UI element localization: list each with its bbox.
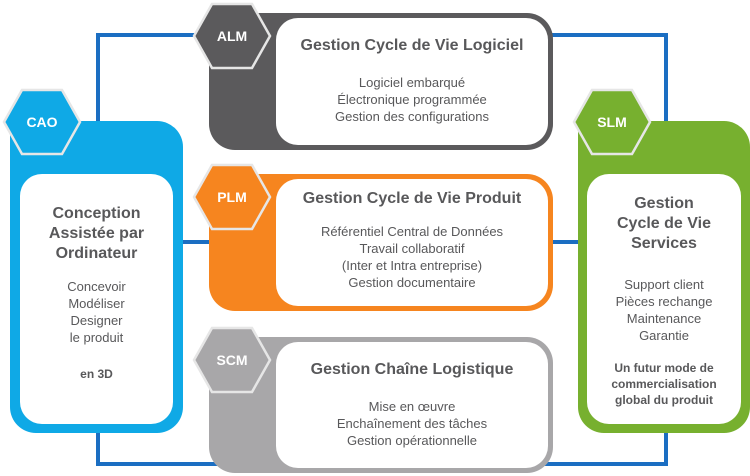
cao-badge-label: CAO [26,114,58,130]
slm-note-line: commercialisation [611,377,717,391]
alm-item: Gestion des configurations [335,109,489,124]
scm-item: Gestion opérationnelle [346,433,478,448]
cao-item: Concevoir [67,279,126,294]
cao-content: Conception Assistée par Ordinateur Conce… [20,174,173,424]
slm-item: Maintenance [626,311,702,326]
scm-items: Mise en œuvre Enchaînement des tâches Ge… [276,398,548,449]
alm-title: Gestion Cycle de Vie Logiciel [300,37,524,54]
slm-title-line: Services [631,235,697,252]
slm-badge-label: SLM [597,114,627,130]
slm-item: Garantie [639,328,689,343]
scm-content: Gestion Chaîne Logistique Mise en œuvre … [276,342,548,468]
alm-item: Électronique programmée [337,92,487,107]
alm-content: Gestion Cycle de Vie Logiciel Logiciel e… [276,18,548,145]
cao-title: Conception Assistée par Ordinateur [20,204,173,264]
alm-badge: ALM [192,2,272,70]
alm-items: Logiciel embarqué Électronique programmé… [276,74,548,125]
slm-title-line: Gestion [634,195,694,212]
slm-items: Support client Pièces rechange Maintenan… [587,276,741,344]
hexagon-icon [572,88,652,156]
slm-title: Gestion Cycle de Vie Services [587,194,741,254]
plm-badge: PLM [192,163,272,231]
cao-badge: CAO [2,88,82,156]
alm-item: Logiciel embarqué [358,75,466,90]
scm-item: Mise en œuvre [368,399,456,414]
scm-title: Gestion Chaîne Logistique [310,361,514,378]
hexagon-icon [192,163,272,231]
plm-title: Gestion Cycle de Vie Produit [302,190,522,207]
slm-item: Pièces rechange [615,294,713,309]
slm-note-line: Un futur mode de [614,361,714,375]
slm-item: Support client [624,277,704,292]
scm-badge: SCM [192,326,272,394]
cao-item: Modéliser [68,296,125,311]
plm-items: Référentiel Central de Données Travail c… [276,223,548,291]
plm-item: Travail collaboratif [359,241,465,256]
cao-title-line: Ordinateur [55,245,138,262]
cao-title-line: Assistée par [48,225,145,242]
slm-title-line: Cycle de Vie [617,215,711,232]
hexagon-icon [2,88,82,156]
slm-badge: SLM [572,88,652,156]
cao-note: en 3D [80,367,113,381]
cao-title-line: Conception [52,205,141,222]
hexagon-icon [192,326,272,394]
hexagon-icon [192,2,272,70]
cao-item: Designer [70,313,123,328]
slm-content: Gestion Cycle de Vie Services Support cl… [587,174,741,424]
scm-item: Enchaînement des tâches [336,416,488,431]
cao-items: Concevoir Modéliser Designer le produit [20,278,173,346]
plm-content: Gestion Cycle de Vie Produit Référentiel… [276,179,548,306]
alm-badge-label: ALM [216,28,248,44]
cao-item: le produit [69,330,124,345]
plm-badge-label: PLM [217,189,247,205]
slm-note-line: global du produit [615,393,713,407]
slm-note: Un futur mode de commercialisation globa… [587,360,741,408]
plm-item: (Inter et Intra entreprise) [341,258,483,273]
plm-item: Référentiel Central de Données [320,224,504,239]
scm-badge-label: SCM [216,352,248,368]
plm-item: Gestion documentaire [348,275,476,290]
